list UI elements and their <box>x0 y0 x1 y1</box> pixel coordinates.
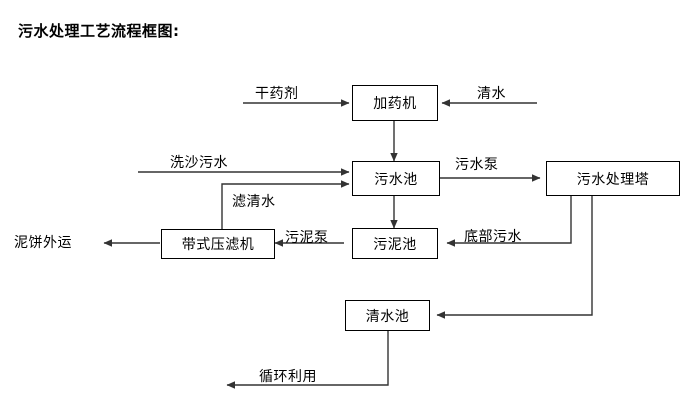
node-clean-water-pool[interactable]: 清水池 <box>345 300 430 331</box>
io-label-mud-cake-transport: 泥饼外运 <box>14 235 72 251</box>
node-sewage-pool-label: 污水池 <box>374 171 418 188</box>
edge-tower-to-clean-pool <box>436 196 593 319</box>
node-sludge-pool-label: 污泥池 <box>373 236 417 253</box>
node-treatment-tower-label: 污水处理塔 <box>576 171 650 188</box>
node-dosing-machine-label: 加药机 <box>373 96 417 112</box>
edge-label-sewage-pump: 污水泵 <box>455 157 499 173</box>
edge-label-bottom-sewage: 底部污水 <box>464 229 522 245</box>
node-belt-filter-press-label: 带式压滤机 <box>181 237 255 253</box>
edge-bottom-sewage-to-sludge-pool <box>446 196 572 247</box>
edge-label-recycle-use: 循环利用 <box>259 369 317 385</box>
node-clean-water-pool-label: 清水池 <box>365 308 410 325</box>
edge-clean-pool-recycle <box>226 331 389 389</box>
edge-filtrate-to-sewage-pool <box>221 180 350 232</box>
io-label-dry-agent: 干药剂 <box>255 86 299 102</box>
edge-label-filtrate-water: 滤清水 <box>232 194 276 210</box>
node-belt-filter-press[interactable]: 带式压滤机 <box>161 229 275 259</box>
node-sludge-pool[interactable]: 污泥池 <box>352 228 438 259</box>
node-sewage-pool[interactable]: 污水池 <box>352 161 440 196</box>
page-title: 污水处理工艺流程框图: <box>18 22 180 40</box>
io-label-sand-washing-sewage: 洗沙污水 <box>170 155 228 171</box>
node-treatment-tower[interactable]: 污水处理塔 <box>546 161 680 196</box>
node-dosing-machine[interactable]: 加药机 <box>352 85 438 121</box>
io-label-clean-water: 清水 <box>477 86 506 102</box>
edge-label-sludge-pump: 污泥泵 <box>285 230 329 246</box>
